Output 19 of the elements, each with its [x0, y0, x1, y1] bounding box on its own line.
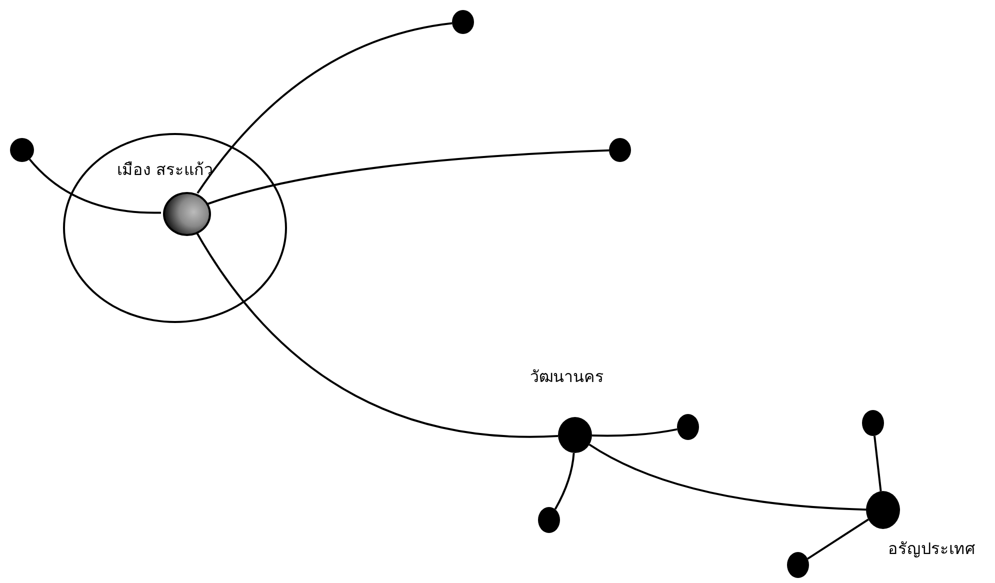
place-dot [862, 410, 884, 436]
connecting-line [554, 452, 575, 510]
place-dot [538, 507, 560, 533]
place-name: เมือง สระแก้ว [117, 161, 214, 179]
place-dot [609, 138, 631, 162]
connecting-line [592, 428, 678, 437]
connecting-line [807, 518, 869, 560]
place-dot [787, 552, 809, 578]
connecting-line [196, 22, 452, 194]
place-name: วัฒนานคร [530, 368, 604, 386]
connecting-line [28, 158, 161, 214]
area-ellipse [63, 133, 287, 323]
place-dot [10, 138, 34, 162]
place-dot [677, 414, 699, 440]
connecting-line [874, 436, 882, 492]
connecting-line [588, 444, 866, 511]
place-dot [452, 10, 474, 34]
place-name: อรัญประเทศ [888, 540, 975, 558]
connecting-line [207, 149, 610, 205]
